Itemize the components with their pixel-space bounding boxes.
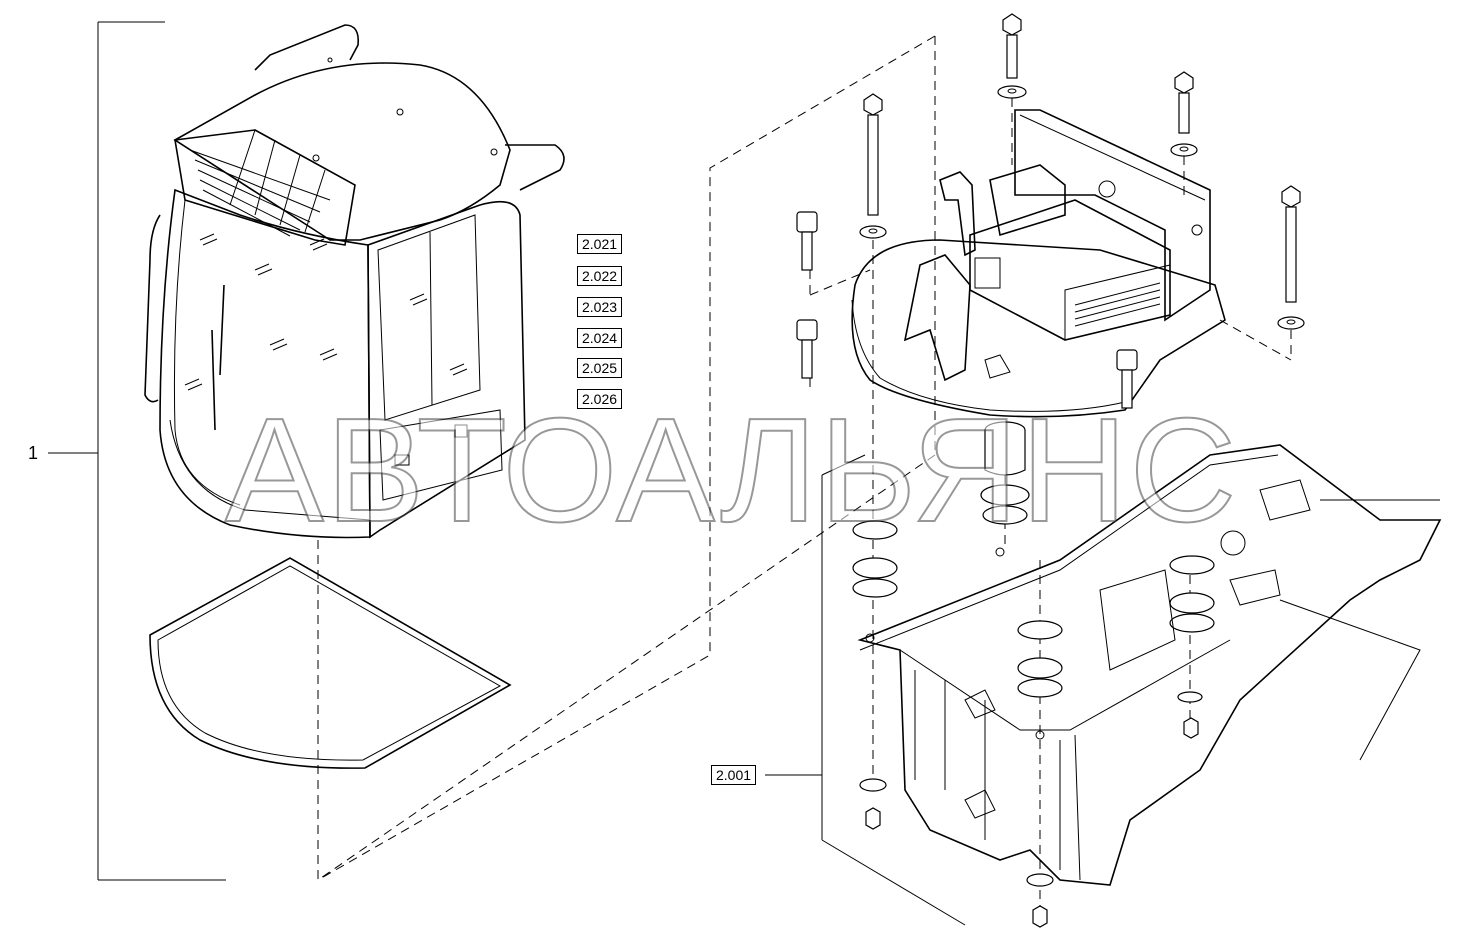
- item-1-bracket: [48, 21, 226, 881]
- callout-2-001-leader: [765, 454, 966, 926]
- callout-2-021[interactable]: 2.021: [577, 234, 623, 254]
- callout-2-023[interactable]: 2.023: [577, 297, 623, 317]
- phantom-lines-left: [317, 35, 936, 881]
- floor-mat: [149, 557, 512, 769]
- item-1-label: 1: [28, 443, 39, 463]
- callout-2-025[interactable]: 2.025: [577, 358, 623, 378]
- operator-cab: [144, 24, 565, 539]
- callout-2-024[interactable]: 2.024: [577, 328, 623, 348]
- rubber-mounts: [852, 421, 1215, 928]
- cab-base-plate: [851, 109, 1226, 418]
- phantom-lines-right: [809, 98, 1292, 920]
- main-frame: [857, 444, 1442, 886]
- callout-2-001[interactable]: 2.001: [711, 765, 757, 785]
- callout-2-022[interactable]: 2.022: [577, 266, 623, 286]
- callout-2-026[interactable]: 2.026: [577, 389, 623, 409]
- bolts: [796, 13, 1305, 409]
